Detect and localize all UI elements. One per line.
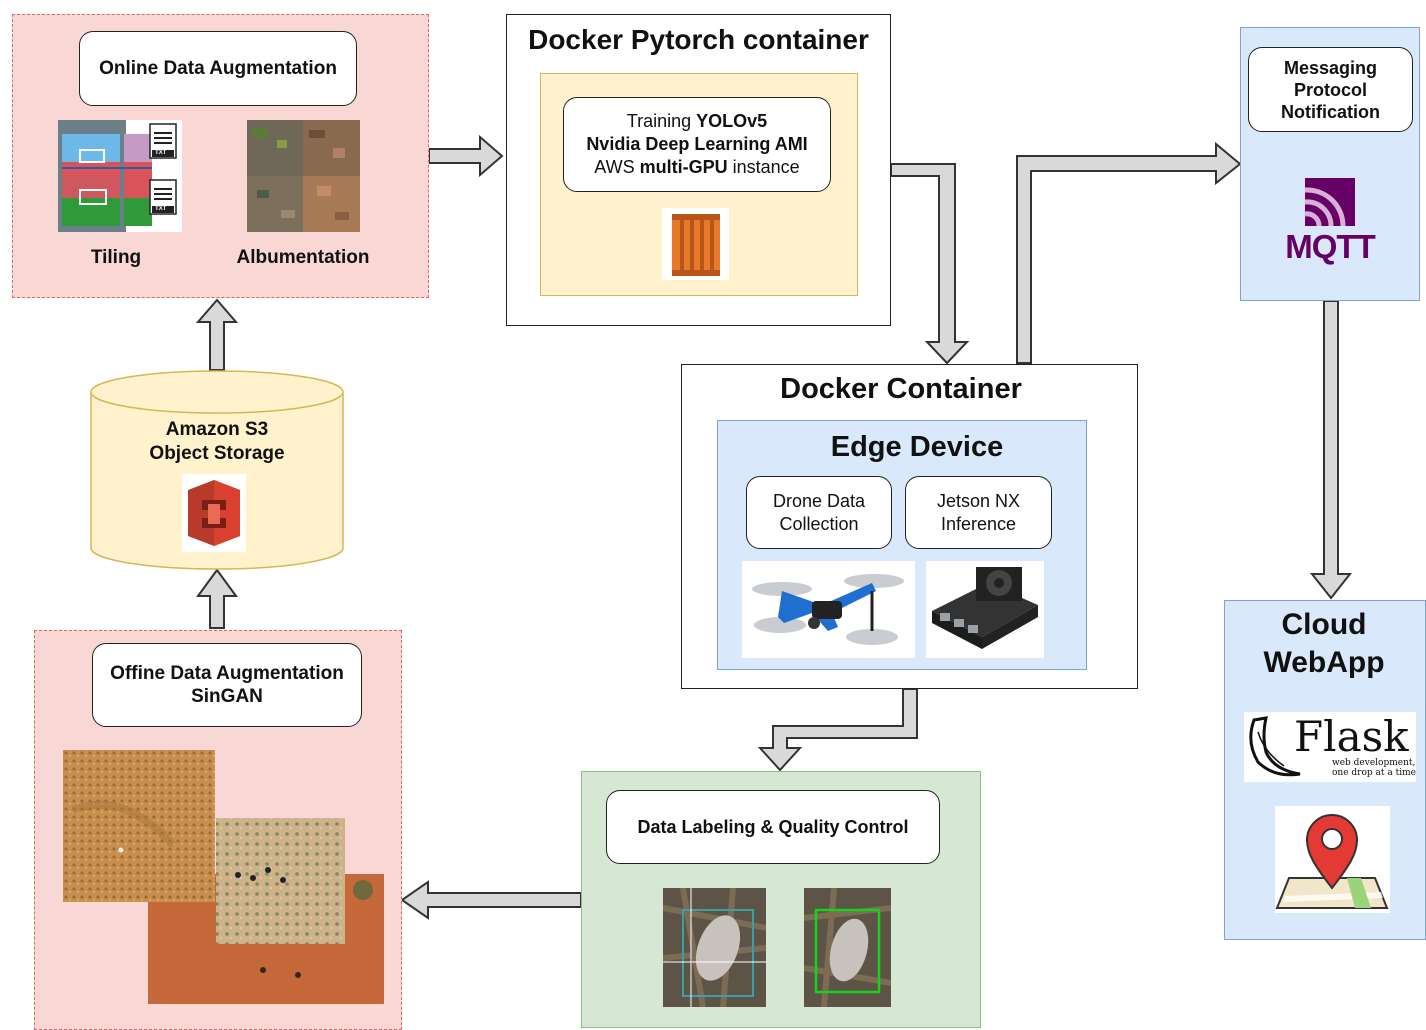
messaging-title-box: Messaging Protocol Notification	[1248, 47, 1413, 132]
flask-logo: Flask web development, one drop at a tim…	[1244, 712, 1416, 782]
training-info-box: Training YOLOv5 Nvidia Deep Learning AMI…	[563, 97, 831, 192]
training-line: Training YOLOv5	[626, 111, 768, 131]
drone-image	[742, 561, 915, 658]
labeling-image-2	[803, 887, 892, 1008]
s3-label: Amazon S3 Object Storage	[90, 418, 344, 466]
messaging-line2: Protocol	[1293, 79, 1367, 100]
s3-label-line1: Amazon S3	[165, 419, 269, 440]
labeling-title-box: Data Labeling & Quality Control	[606, 790, 940, 864]
txt-badge-2: TXT	[155, 206, 167, 212]
mqtt-logo-icon	[1301, 176, 1357, 228]
s3-label-line2: Object Storage	[149, 443, 285, 464]
drone-line2: Collection	[779, 513, 859, 534]
jetson-inference-box: Jetson NX Inference	[905, 476, 1052, 549]
albumentation-image	[247, 120, 360, 232]
jetson-line1: Jetson NX	[936, 490, 1021, 511]
offline-augmentation-line1: Offine Data Augmentation	[110, 663, 344, 684]
drone-data-collection-box: Drone Data Collection	[746, 476, 892, 549]
messaging-line1: Messaging	[1283, 57, 1378, 78]
offline-augmentation-line2: SinGAN	[191, 686, 263, 707]
cloud-line2: WebApp	[1263, 646, 1385, 679]
arrow-pytorch-to-docker	[890, 163, 970, 365]
tiling-image: TXT TXT	[58, 120, 182, 232]
cloud-line1: Cloud	[1281, 608, 1367, 641]
arrow-messaging-to-cloud	[1309, 300, 1353, 600]
albumentation-label: Albumentation	[236, 247, 370, 268]
jetson-line2: Inference	[940, 513, 1017, 534]
singan-image-stack	[63, 750, 385, 1006]
aws-ec2-icon	[662, 208, 729, 280]
labeling-image-1	[662, 887, 767, 1008]
cloud-webapp-title: Cloud WebApp	[1224, 606, 1424, 682]
docker-container-title: Docker Container	[780, 373, 1022, 405]
pytorch-container-title: Docker Pytorch container	[528, 24, 869, 55]
edge-device-title: Edge Device	[830, 431, 1004, 463]
flask-tagline-2: one drop at a time	[1332, 768, 1416, 778]
arrow-offline-to-s3	[196, 568, 238, 629]
nvidia-ami-line: Nvidia Deep Learning AMI	[586, 134, 808, 154]
flask-wordmark: Flask	[1294, 712, 1409, 761]
offline-augmentation-title: Offine Data Augmentation SinGAN	[92, 643, 362, 727]
flask-tagline-1: web development,	[1332, 758, 1416, 768]
arrow-labeling-to-offline	[400, 880, 582, 920]
s3-bucket-icon	[182, 474, 246, 552]
arrow-docker-to-labeling	[757, 688, 918, 772]
drone-line1: Drone Data	[772, 490, 866, 511]
arrow-s3-to-online	[195, 298, 239, 371]
arrow-docker-to-messaging	[1016, 141, 1242, 364]
jetson-board-image	[926, 561, 1044, 658]
txt-badge-1: TXT	[155, 150, 167, 156]
online-augmentation-title: Online Data Augmentation	[79, 31, 357, 106]
arrow-online-to-pytorch	[428, 134, 504, 178]
map-pin-icon	[1275, 806, 1390, 913]
yolov5-label: YOLOv5	[696, 111, 768, 131]
flask-horn-icon	[1249, 716, 1301, 777]
aws-gpu-line: AWS multi-GPU instance	[594, 157, 800, 177]
messaging-line3: Notification	[1281, 101, 1380, 122]
mqtt-logo-text: MQTT	[1285, 228, 1375, 265]
tiling-label: Tiling	[90, 247, 142, 268]
